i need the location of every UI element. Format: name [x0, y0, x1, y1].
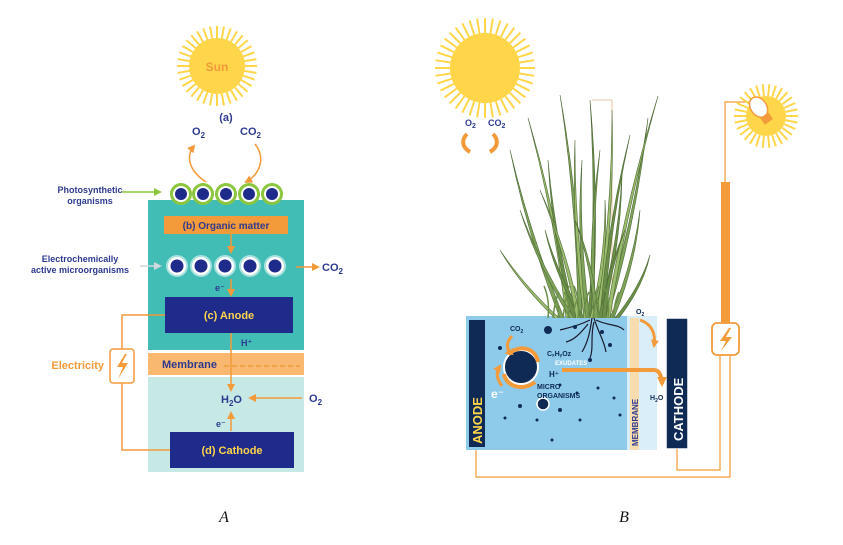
photosynthetic-label-2: organisms — [67, 196, 113, 206]
external-wire-anode — [475, 355, 731, 478]
o2-top-label: O2 — [192, 126, 206, 140]
co2-inner-arrow — [504, 334, 514, 356]
caption-b: B — [619, 509, 629, 526]
microorganism-medium — [536, 397, 550, 411]
anode-chamber-b — [466, 316, 656, 450]
panel-b: O2 CO2 MEMBRANE ANODE CATHODE — [435, 18, 798, 526]
organic-matter-box — [164, 216, 288, 234]
membrane-band — [148, 353, 304, 375]
wire-thick — [721, 182, 730, 323]
microorganism-dots — [498, 325, 622, 442]
electron-flow-arrow — [493, 364, 504, 387]
caption-a: A — [218, 509, 229, 526]
lightning-icon-b — [720, 328, 732, 351]
electricity-label: Electricity — [51, 360, 104, 372]
proton-label-b: H⁺ — [549, 370, 559, 379]
o2-cycle-arc — [461, 132, 472, 154]
plant-grass — [499, 94, 659, 319]
anode-label-b: ANODE — [470, 397, 485, 444]
organic-matter-label: (b) Organic matter — [183, 221, 270, 232]
micro-label-1: MICRO — [537, 384, 561, 391]
micro-label-2: ORGANISMS — [537, 393, 581, 400]
o2-plant-label: O2 — [465, 118, 476, 130]
circuit-wire-bottom — [121, 383, 170, 451]
circuit-wire-top — [121, 314, 165, 349]
cathode-label-b: CATHODE — [671, 377, 686, 441]
photosynthetic-organisms — [170, 183, 283, 205]
water-label: H2O — [221, 394, 242, 408]
proton-label: H⁺ — [241, 338, 252, 348]
anode-box — [165, 297, 293, 333]
photosynthetic-label-1: Photosynthetic — [57, 185, 122, 195]
cathode-label: (d) Cathode — [201, 445, 262, 457]
co2-cycle-arc — [488, 132, 499, 154]
sun-icon-b — [435, 18, 535, 118]
electron-label-2: e⁻ — [216, 419, 226, 429]
anode-bar — [469, 320, 485, 447]
lightning-icon — [117, 354, 128, 379]
cathode-bar — [666, 318, 688, 449]
co2-right-label: CO2 — [322, 262, 344, 276]
anode-label: (c) Anode — [204, 310, 254, 322]
proton-path-arrow — [562, 368, 667, 387]
wire-to-bulb — [724, 101, 750, 182]
co2-inner-label: CO2 — [510, 326, 524, 335]
membrane-label: Membrane — [162, 359, 217, 371]
exudates-label: EXUDATES — [555, 361, 587, 367]
o2-right-label: O2 — [636, 309, 644, 318]
panel-a: Sun (a) O2 CO2 Photosynthetic organisms … — [31, 26, 344, 526]
step-a-label: (a) — [219, 112, 233, 124]
co2-top-label: CO2 — [240, 126, 262, 140]
o2-side-label: O2 — [309, 393, 323, 407]
formula-label: CₓHᵧOz — [547, 351, 572, 358]
co2-uptake-arrow — [244, 143, 262, 183]
external-wire-cathode — [676, 355, 721, 471]
o2-release-arrow — [187, 144, 207, 183]
electrochem-label-1: Electrochemically — [42, 254, 119, 264]
co2-plant-label: CO2 — [488, 118, 506, 130]
cathode-box — [170, 432, 294, 468]
electron-label-b: e⁻ — [491, 387, 504, 401]
o2-input-arrow-b — [639, 318, 659, 348]
guide-line — [592, 99, 613, 312]
electrochemically-active-microorganisms — [166, 255, 286, 277]
oxidation-arc-2 — [502, 373, 537, 390]
membrane-label-b: MEMBRANE — [631, 398, 640, 446]
sun-icon — [177, 26, 257, 106]
electrochem-label-2: active microorganisms — [31, 265, 129, 275]
light-bulb-icon — [734, 84, 798, 148]
membrane-strip — [630, 318, 639, 450]
electron-label-1: e⁻ — [215, 283, 225, 293]
sun-label: Sun — [206, 60, 229, 74]
water-label-b: H2O — [650, 395, 664, 404]
